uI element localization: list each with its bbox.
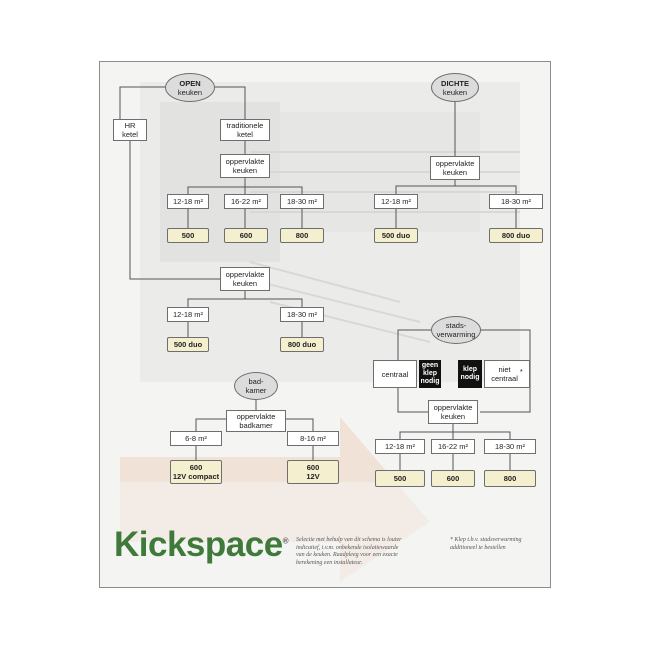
size-stads-16-22: 16-22 m² — [431, 439, 475, 454]
diagram-frame: OPEN keuken HR ketel traditionele ketel … — [99, 61, 551, 588]
size-dicht-18-30: 18-30 m² — [489, 194, 543, 209]
niet-centraal-label: niet centraal — [491, 365, 518, 383]
size-stads-18-30: 18-30 m² — [484, 439, 536, 454]
value-open-800: 800 — [280, 228, 324, 243]
node-oppervlakte-keuken-open: oppervlakte keuken — [220, 154, 270, 178]
dichte-title: DICHTE — [441, 78, 469, 88]
size-dicht-12-18: 12-18 m² — [374, 194, 418, 209]
node-hr-ketel: HR ketel — [113, 119, 147, 141]
dichte-sub: keuken — [442, 87, 468, 97]
node-traditionele-ketel: traditionele ketel — [220, 119, 270, 141]
node-dichte-keuken: DICHTE keuken — [431, 73, 479, 102]
value-stads-500: 500 — [375, 470, 425, 487]
size-open-12-18: 12-18 m² — [167, 194, 209, 209]
niet-centraal-star: * — [519, 367, 523, 376]
node-open-keuken: OPEN keuken — [165, 73, 215, 102]
value-bad-600-12v: 600 12V — [287, 460, 339, 484]
value-open-600: 600 — [224, 228, 268, 243]
size-open-16-22: 16-22 m² — [224, 194, 268, 209]
value-open-500: 500 — [167, 228, 209, 243]
node-centraal: centraal — [373, 360, 417, 388]
node-niet-centraal: niet centraal * — [484, 360, 530, 388]
connector-lines — [119, 86, 531, 470]
value-bad-600-compact: 600 12V compact — [170, 460, 222, 484]
node-oppervlakte-keuken-dicht: oppervlakte keuken — [430, 156, 480, 180]
open-title: OPEN — [179, 78, 201, 88]
value-stads-600: 600 — [431, 470, 475, 487]
node-badkamer: bad- kamer — [234, 372, 278, 400]
node-geen-klep-nodig: geen klep nodig — [419, 360, 441, 388]
kickspace-logo: Kickspace® — [114, 525, 289, 565]
node-oppervlakte-keuken-hr: oppervlakte keuken — [220, 267, 270, 291]
node-stadsverwarming: stads- verwarming — [431, 316, 481, 344]
value-dicht-800-duo: 800 duo — [489, 228, 543, 243]
value-dicht-500-duo: 500 duo — [374, 228, 418, 243]
node-klep-nodig: klep nodig — [458, 360, 482, 388]
size-open-18-30: 18-30 m² — [280, 194, 324, 209]
size-stads-12-18: 12-18 m² — [375, 439, 425, 454]
size-hr-18-30: 18-30 m² — [280, 307, 324, 322]
size-hr-12-18: 12-18 m² — [167, 307, 209, 322]
disclaimer-note: Selectie met behulp van dit schema is lo… — [296, 537, 402, 566]
logo-text: Kickspace — [114, 525, 283, 564]
registered-mark: ® — [282, 536, 289, 546]
node-oppervlakte-keuken-stads: oppervlakte keuken — [428, 400, 478, 424]
open-sub: keuken — [177, 87, 203, 97]
node-oppervlakte-badkamer: oppervlakte badkamer — [226, 410, 286, 432]
value-hr-800-duo: 800 duo — [280, 337, 324, 352]
size-bad-6-8: 6-8 m² — [170, 431, 222, 446]
klep-note: * Klep t.b.v. stadsverwarming additionee… — [450, 537, 522, 551]
value-stads-800: 800 — [484, 470, 536, 487]
value-hr-500-duo: 500 duo — [167, 337, 209, 352]
size-bad-8-16: 8-16 m² — [287, 431, 339, 446]
